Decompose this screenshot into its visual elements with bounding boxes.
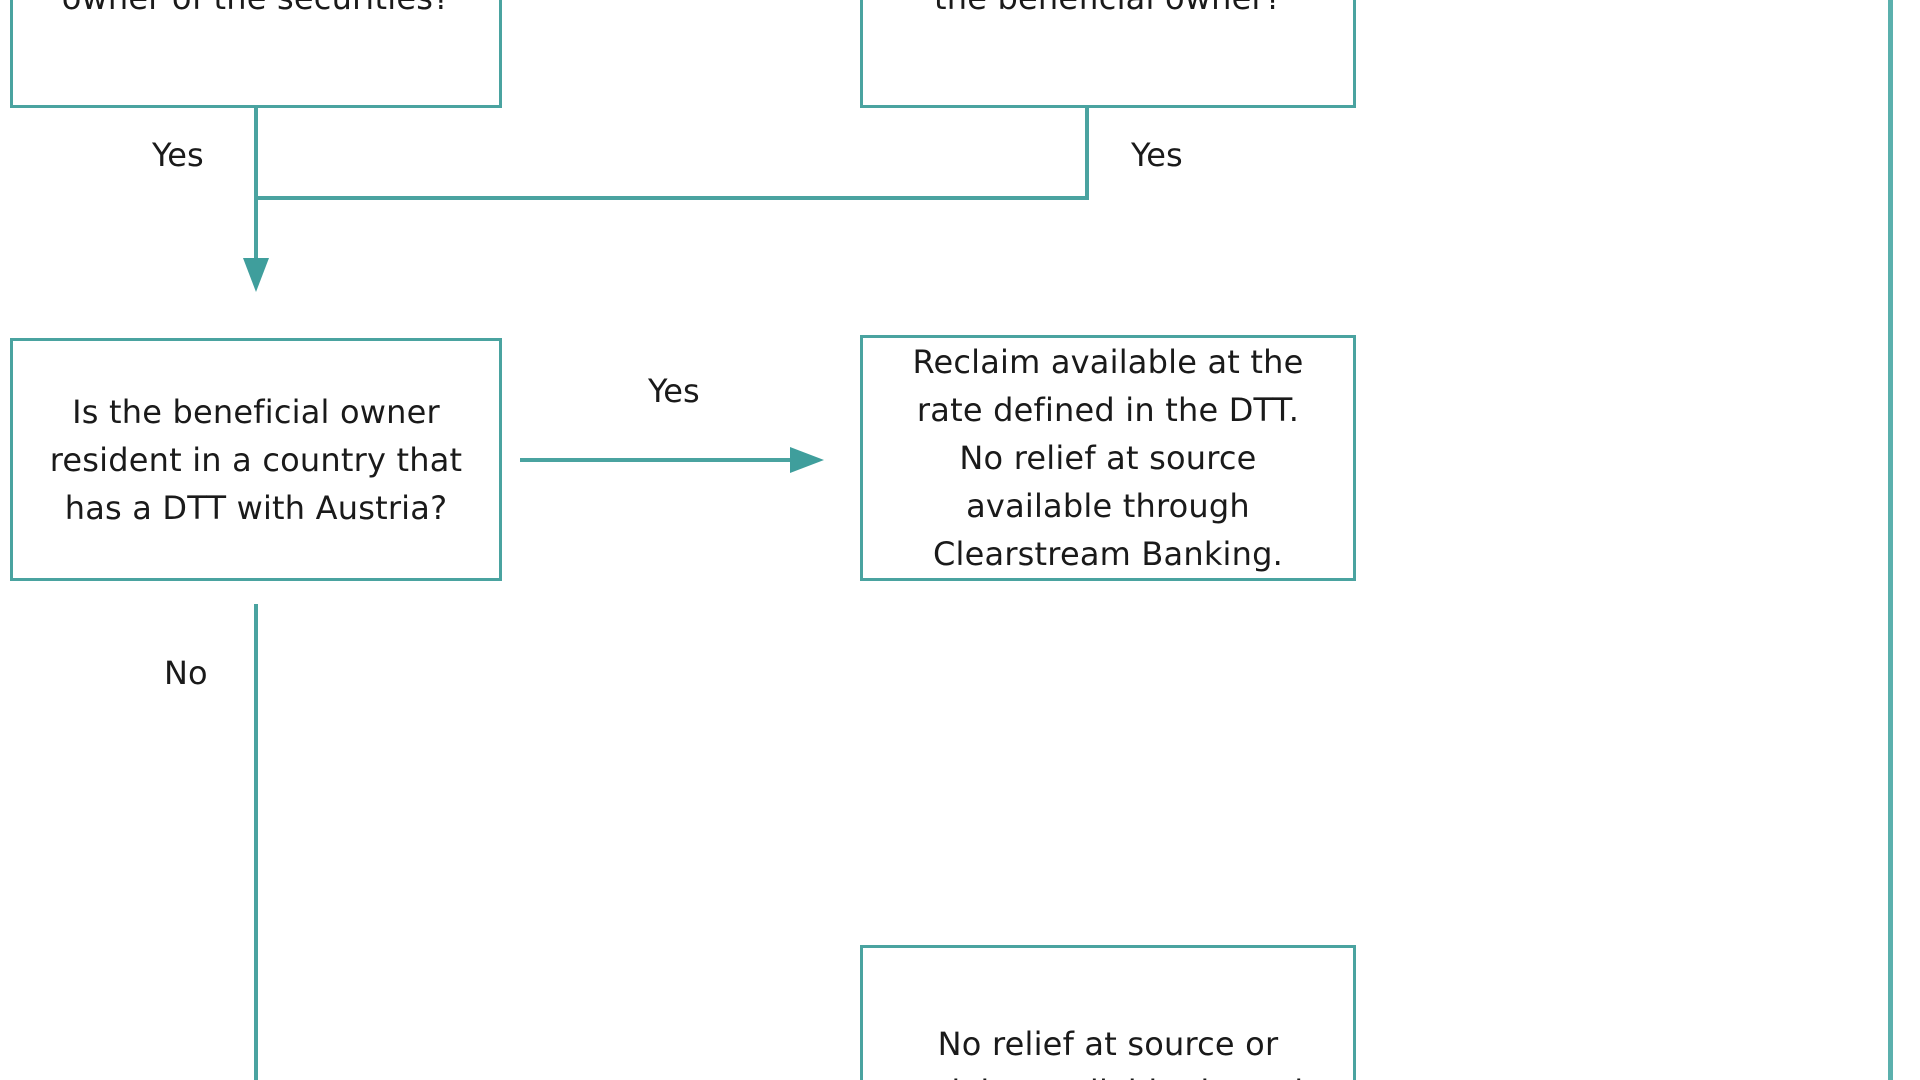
edge-label-yes-right: Yes <box>1131 136 1183 174</box>
edge-left-yes-stub <box>254 108 258 200</box>
edge-right-yes-stub <box>1085 108 1089 200</box>
edge-no-down <box>254 604 258 1080</box>
page-frame-rule <box>1888 0 1893 1080</box>
node-beneficial-owner-securities-question[interactable]: owner of the securities? <box>10 0 502 108</box>
node-dtt-residency-question[interactable]: Is the beneficial owner resident in a co… <box>10 338 502 581</box>
edge-merge-bar <box>254 196 1089 200</box>
edge-label-yes-left: Yes <box>152 136 204 174</box>
node-beneficial-owner-question[interactable]: the beneficial owner? <box>860 0 1356 108</box>
node-label: the beneficial owner? <box>863 0 1353 22</box>
edge-label-no-dtt: No <box>164 654 208 692</box>
node-no-relief-outcome[interactable]: No relief at source or reclaim available… <box>860 945 1356 1080</box>
edge-label-yes-dtt: Yes <box>648 372 700 410</box>
arrowhead-down-to-dtt-question <box>243 258 269 292</box>
edge-yes-to-reclaim <box>520 458 792 462</box>
arrowhead-right-to-reclaim <box>790 447 824 473</box>
node-label: No relief at source or reclaim available… <box>901 1025 1315 1080</box>
node-label: Reclaim available at the rate defined in… <box>912 343 1304 573</box>
edge-merge-down <box>254 196 258 262</box>
node-label: Is the beneficial owner resident in a co… <box>49 392 463 527</box>
node-reclaim-available-outcome[interactable]: Reclaim available at the rate defined in… <box>860 335 1356 581</box>
node-label: owner of the securities? <box>13 0 499 22</box>
